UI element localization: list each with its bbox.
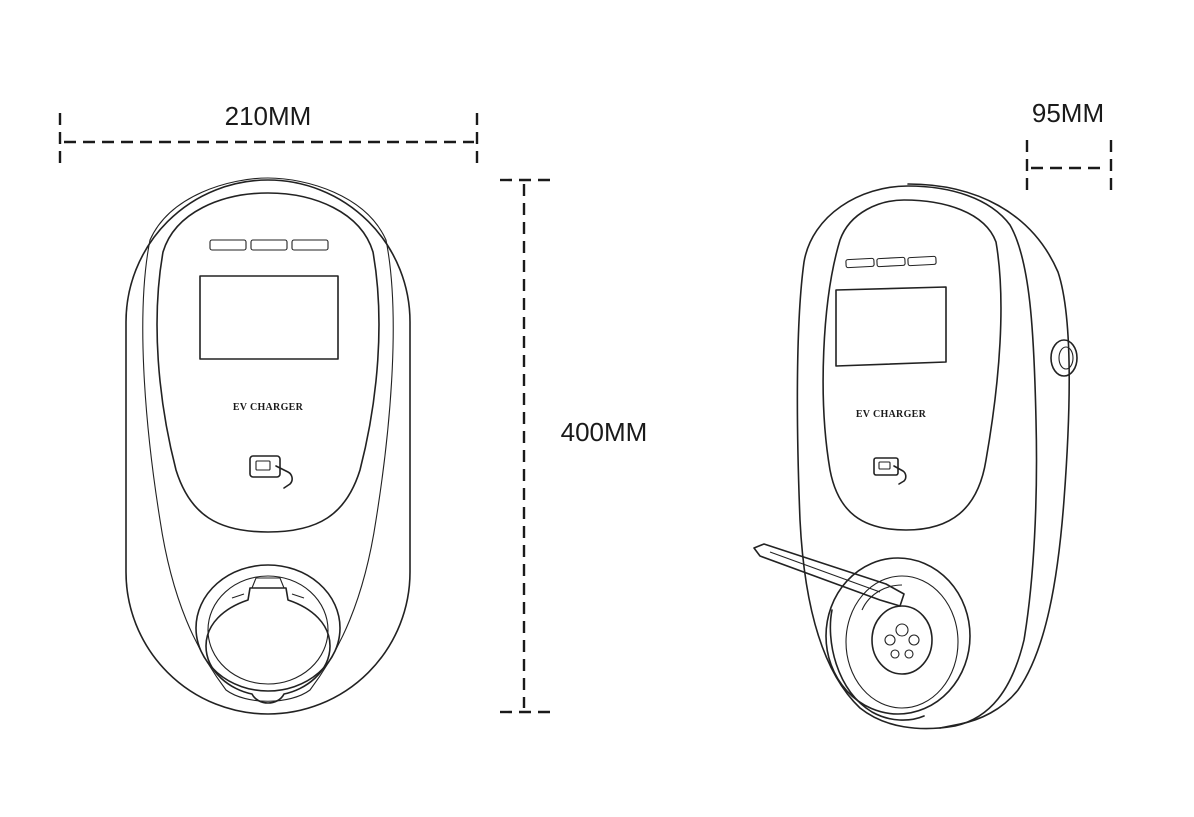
side-brand-label: EV CHARGER [856, 409, 927, 420]
side-socket-ring [845, 575, 959, 709]
side-button-icon [1050, 339, 1078, 377]
width-dimension: 210MM [58, 101, 479, 168]
front-body-outline [125, 179, 411, 715]
led-indicator-1 [209, 239, 247, 251]
depth-dimension-label: 95MM [1032, 98, 1104, 128]
side-socket-flap [753, 543, 905, 607]
front-socket-ring [207, 575, 329, 685]
rfid-card-icon [249, 455, 293, 489]
front-display-screen [199, 275, 339, 360]
width-dimension-label: 210MM [225, 101, 312, 131]
side-body-depth [907, 183, 1071, 729]
height-dimension: 400MM [500, 178, 648, 714]
side-socket-housing [825, 557, 971, 715]
side-display-screen [835, 286, 947, 367]
front-body-inner-rim [142, 177, 394, 702]
depth-dimension: 95MM [1025, 98, 1113, 194]
side-face-panel [822, 199, 1002, 531]
type2-socket-icon [205, 587, 331, 704]
led-indicator-3 [291, 239, 329, 251]
side-led-indicator-1 [845, 257, 875, 269]
side-type2-socket-icon [861, 584, 933, 675]
side-led-indicator-2 [876, 256, 906, 268]
front-face-panel [156, 192, 380, 533]
side-socket-cover-lip [829, 609, 925, 721]
front-view: EV CHARGER [125, 177, 411, 715]
led-indicator-2 [250, 239, 288, 251]
side-rfid-card-icon [873, 457, 907, 485]
front-socket-housing [195, 564, 341, 692]
front-brand-label: EV CHARGER [233, 402, 304, 413]
height-dimension-label: 400MM [561, 417, 648, 447]
side-body-outline [796, 185, 1038, 730]
side-led-indicator-3 [907, 255, 937, 267]
front-socket-marks [231, 593, 305, 599]
side-perspective-view: EV CHARGER [753, 183, 1078, 730]
side-socket-flap-edge [769, 551, 881, 593]
front-socket-latch [251, 577, 285, 589]
